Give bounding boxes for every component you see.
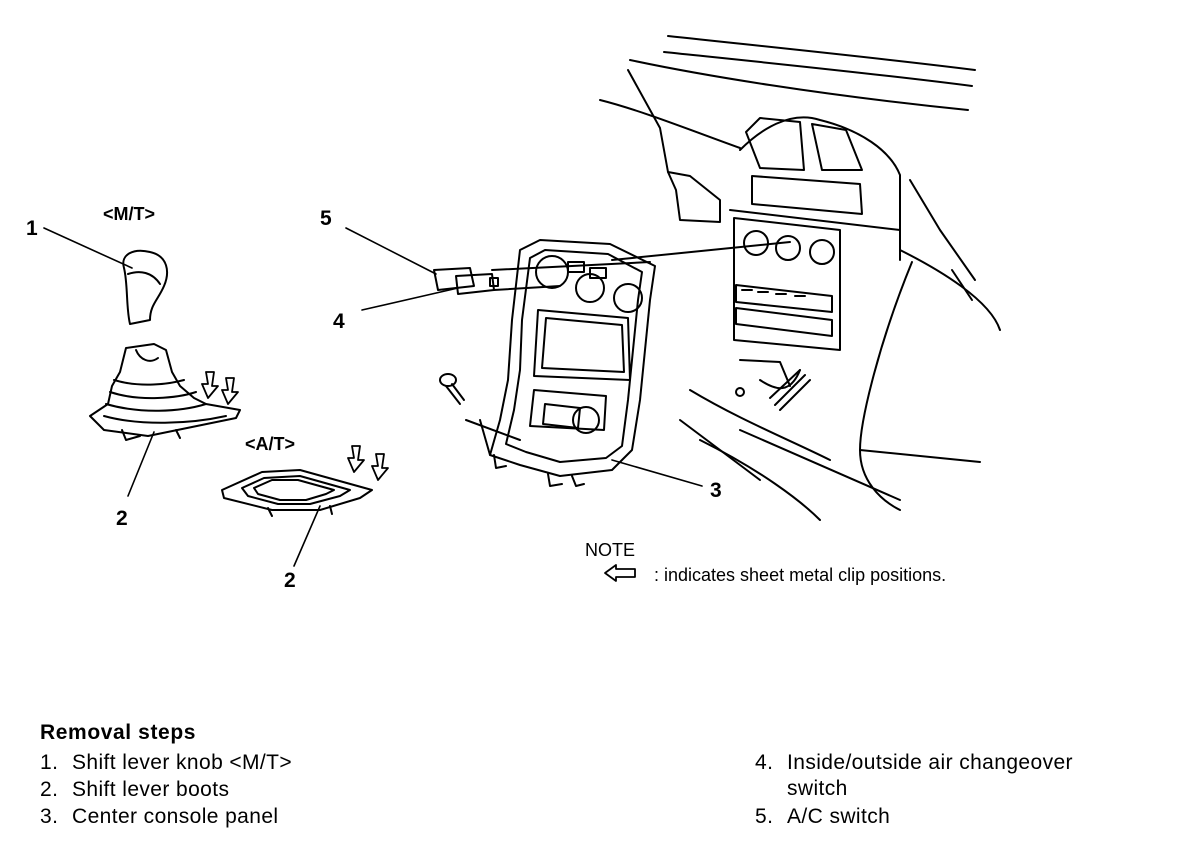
callout-1: 1 (26, 217, 38, 240)
variant-tag-mt: <M/T> (103, 204, 156, 224)
removal-step-4: 4. Inside/outside air changeover switch (755, 751, 1073, 799)
callout-2: 2 (116, 507, 128, 530)
step-number: 3. (40, 805, 59, 828)
removal-step-3: 3. Center console panel (40, 806, 278, 827)
callout-leaders (43, 227, 703, 567)
removal-step-5: 5. A/C switch (755, 806, 890, 827)
step-text: Inside/outside air changeover (787, 751, 1073, 774)
step-text-continued: switch (787, 777, 848, 800)
note-title: NOTE (585, 540, 636, 560)
step-number: 1. (40, 751, 59, 774)
dashboard-outline (599, 35, 1001, 521)
shift-lever-boots-mt (89, 343, 241, 441)
step-text: Shift lever boots (72, 778, 230, 801)
variant-tag-at: <A/T> (245, 434, 296, 454)
removal-step-1: 1. Shift lever knob <M/T> (40, 752, 292, 773)
mounting-screw (439, 373, 521, 441)
switch-parts (433, 241, 791, 295)
removal-steps-title: Removal steps (40, 721, 197, 744)
step-text: Center console panel (72, 805, 279, 828)
center-console-panel (479, 239, 656, 487)
step-text: Shift lever knob <M/T> (72, 751, 293, 774)
callout-4: 4 (333, 310, 345, 333)
callout-2: 2 (284, 569, 296, 592)
note-text: : indicates sheet metal clip positions. (654, 565, 947, 585)
step-number: 2. (40, 778, 59, 801)
step-number: 5. (755, 805, 774, 828)
hollow-arrow-left-icon (604, 564, 636, 582)
sheet-metal-clip-arrows (201, 371, 389, 481)
shift-lever-knob (122, 249, 168, 325)
step-text: A/C switch (787, 805, 891, 828)
shift-lever-boots-at (221, 469, 373, 517)
removal-step-2: 2. Shift lever boots (40, 779, 229, 800)
callout-3: 3 (710, 479, 722, 502)
step-number: 4. (755, 751, 774, 774)
callout-5: 5 (320, 207, 332, 230)
